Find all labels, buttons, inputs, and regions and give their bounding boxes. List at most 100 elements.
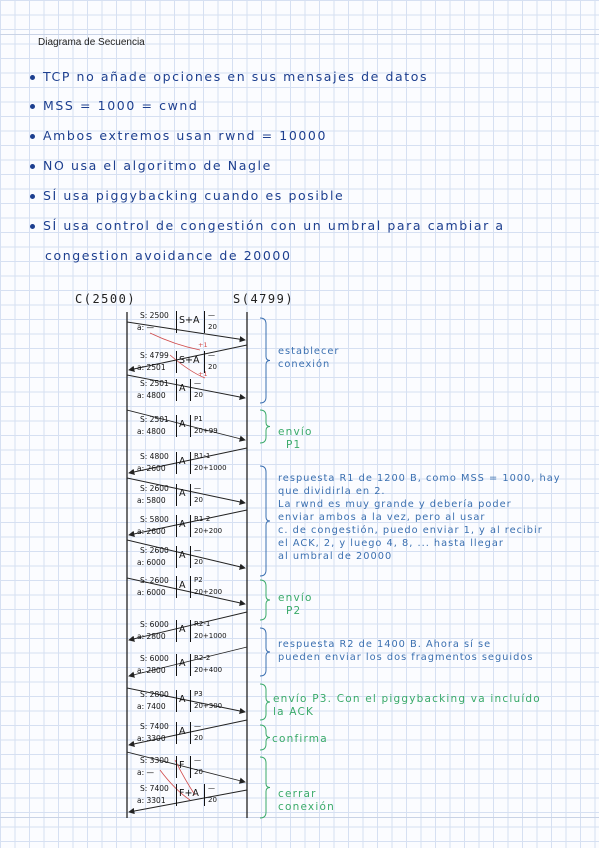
field-divider — [176, 415, 177, 437]
sequence-number: S: 7400 — [140, 784, 169, 793]
bullet-item: MSS = 1000 = cwnd — [30, 98, 198, 113]
sequence-number: S: 2600 — [140, 576, 169, 585]
field-divider — [176, 690, 177, 712]
field-divider — [176, 546, 177, 568]
bullet-item: SÍ usa control de congestión con un umbr… — [30, 218, 505, 233]
bullet-item: SÍ usa piggybacking cuando es posible — [30, 188, 344, 203]
annotation-note: envío P3. Con el piggybacking va incluíd… — [273, 693, 541, 719]
annotation-line: La rwnd es muy grande y debería poder — [278, 499, 512, 510]
annotation-line: respuesta R2 de 1400 B. Ahora sí se — [278, 639, 492, 650]
curly-brace — [259, 627, 271, 677]
field-divider — [190, 654, 191, 676]
field-divider — [176, 351, 177, 373]
annotation-line: conexión — [278, 359, 331, 370]
payload-name: — — [208, 311, 215, 319]
field-divider — [190, 576, 191, 598]
annotation-line: envío — [278, 426, 313, 438]
message-arrow — [128, 447, 248, 475]
ack-number: a: — — [137, 323, 155, 332]
bullet-dot-icon — [30, 75, 35, 80]
field-divider — [190, 546, 191, 568]
curly-brace — [259, 756, 271, 819]
ack-number: a: 3301 — [137, 796, 166, 805]
annotation-line: c. de congestión, puedo enviar 1, y al r… — [278, 525, 543, 536]
field-divider — [190, 722, 191, 744]
message-arrow — [128, 646, 248, 678]
curly-brace — [259, 409, 271, 444]
bullet-item: TCP no añade opciones en sus mensajes de… — [30, 69, 428, 84]
flag-field: A — [179, 658, 186, 669]
field-divider — [204, 311, 205, 333]
increment-mark: +1 — [198, 370, 208, 378]
ack-number: a: 2800 — [137, 632, 166, 641]
segment-label: S: 4800 a: 2600 A R1-1 20+1000 — [137, 450, 250, 480]
message-arrow — [126, 751, 246, 784]
payload-name: R2-1 — [194, 620, 211, 628]
bullet-item: Ambos extremos usan rwnd = 10000 — [30, 128, 327, 143]
ack-number: a: 2800 — [137, 666, 166, 675]
field-divider — [176, 722, 177, 744]
annotation-line: el ACK, 2, y luego 4, 8, ... hasta llega… — [278, 538, 504, 549]
segment-size: 20 — [208, 796, 217, 804]
segment-size: 20+200 — [194, 588, 223, 596]
flag-field: A — [179, 456, 186, 467]
segment-size: 20+400 — [194, 666, 223, 674]
flag-field: F — [179, 760, 185, 771]
payload-name: P2 — [194, 576, 203, 584]
annotation-line: enviar ambos a la vez, pero al usar — [278, 512, 486, 523]
annotation-line: conexión — [278, 801, 335, 813]
field-divider — [190, 515, 191, 537]
payload-name: — — [194, 379, 201, 387]
bullet-dot-icon — [30, 194, 35, 199]
message-arrow — [128, 611, 248, 642]
curly-brace — [259, 317, 271, 404]
page-title: Diagrama de Secuencia — [38, 37, 145, 48]
curly-brace — [259, 465, 271, 577]
segment-size: 20 — [194, 768, 203, 776]
flag-field: A — [179, 726, 186, 737]
field-divider — [176, 484, 177, 506]
message-arrow — [128, 789, 248, 815]
flag-field: A — [179, 624, 186, 635]
sequence-number: S: 2500 — [140, 311, 169, 320]
flag-field: S+A — [179, 355, 200, 366]
annotation-line: la ACK — [273, 706, 315, 718]
flag-field: A — [179, 550, 186, 561]
payload-name: — — [194, 722, 201, 730]
field-divider — [176, 620, 177, 642]
field-divider — [190, 484, 191, 506]
sequence-number: S: 5800 — [140, 515, 169, 524]
ack-number: a: 2600 — [137, 464, 166, 473]
payload-name: — — [208, 351, 215, 359]
flag-field: A — [179, 488, 186, 499]
field-divider — [176, 576, 177, 598]
field-divider — [190, 690, 191, 712]
message-arrow — [126, 577, 246, 606]
server-label: S(4799) — [233, 292, 295, 306]
ack-number: a: 3300 — [137, 734, 166, 743]
sequence-number: S: 4799 — [140, 351, 169, 360]
curly-brace — [259, 683, 271, 721]
message-arrow — [126, 374, 246, 401]
flag-field: A — [179, 383, 186, 394]
field-divider — [204, 784, 205, 806]
sequence-link-curve — [159, 769, 191, 801]
field-divider — [176, 784, 177, 806]
sequence-number: S: 4800 — [140, 452, 169, 461]
segment-size: 20+1000 — [194, 464, 227, 472]
payload-name: R1-1 — [194, 452, 211, 460]
ack-number: a: 6000 — [137, 588, 166, 597]
annotation-line: P2 — [286, 605, 302, 617]
